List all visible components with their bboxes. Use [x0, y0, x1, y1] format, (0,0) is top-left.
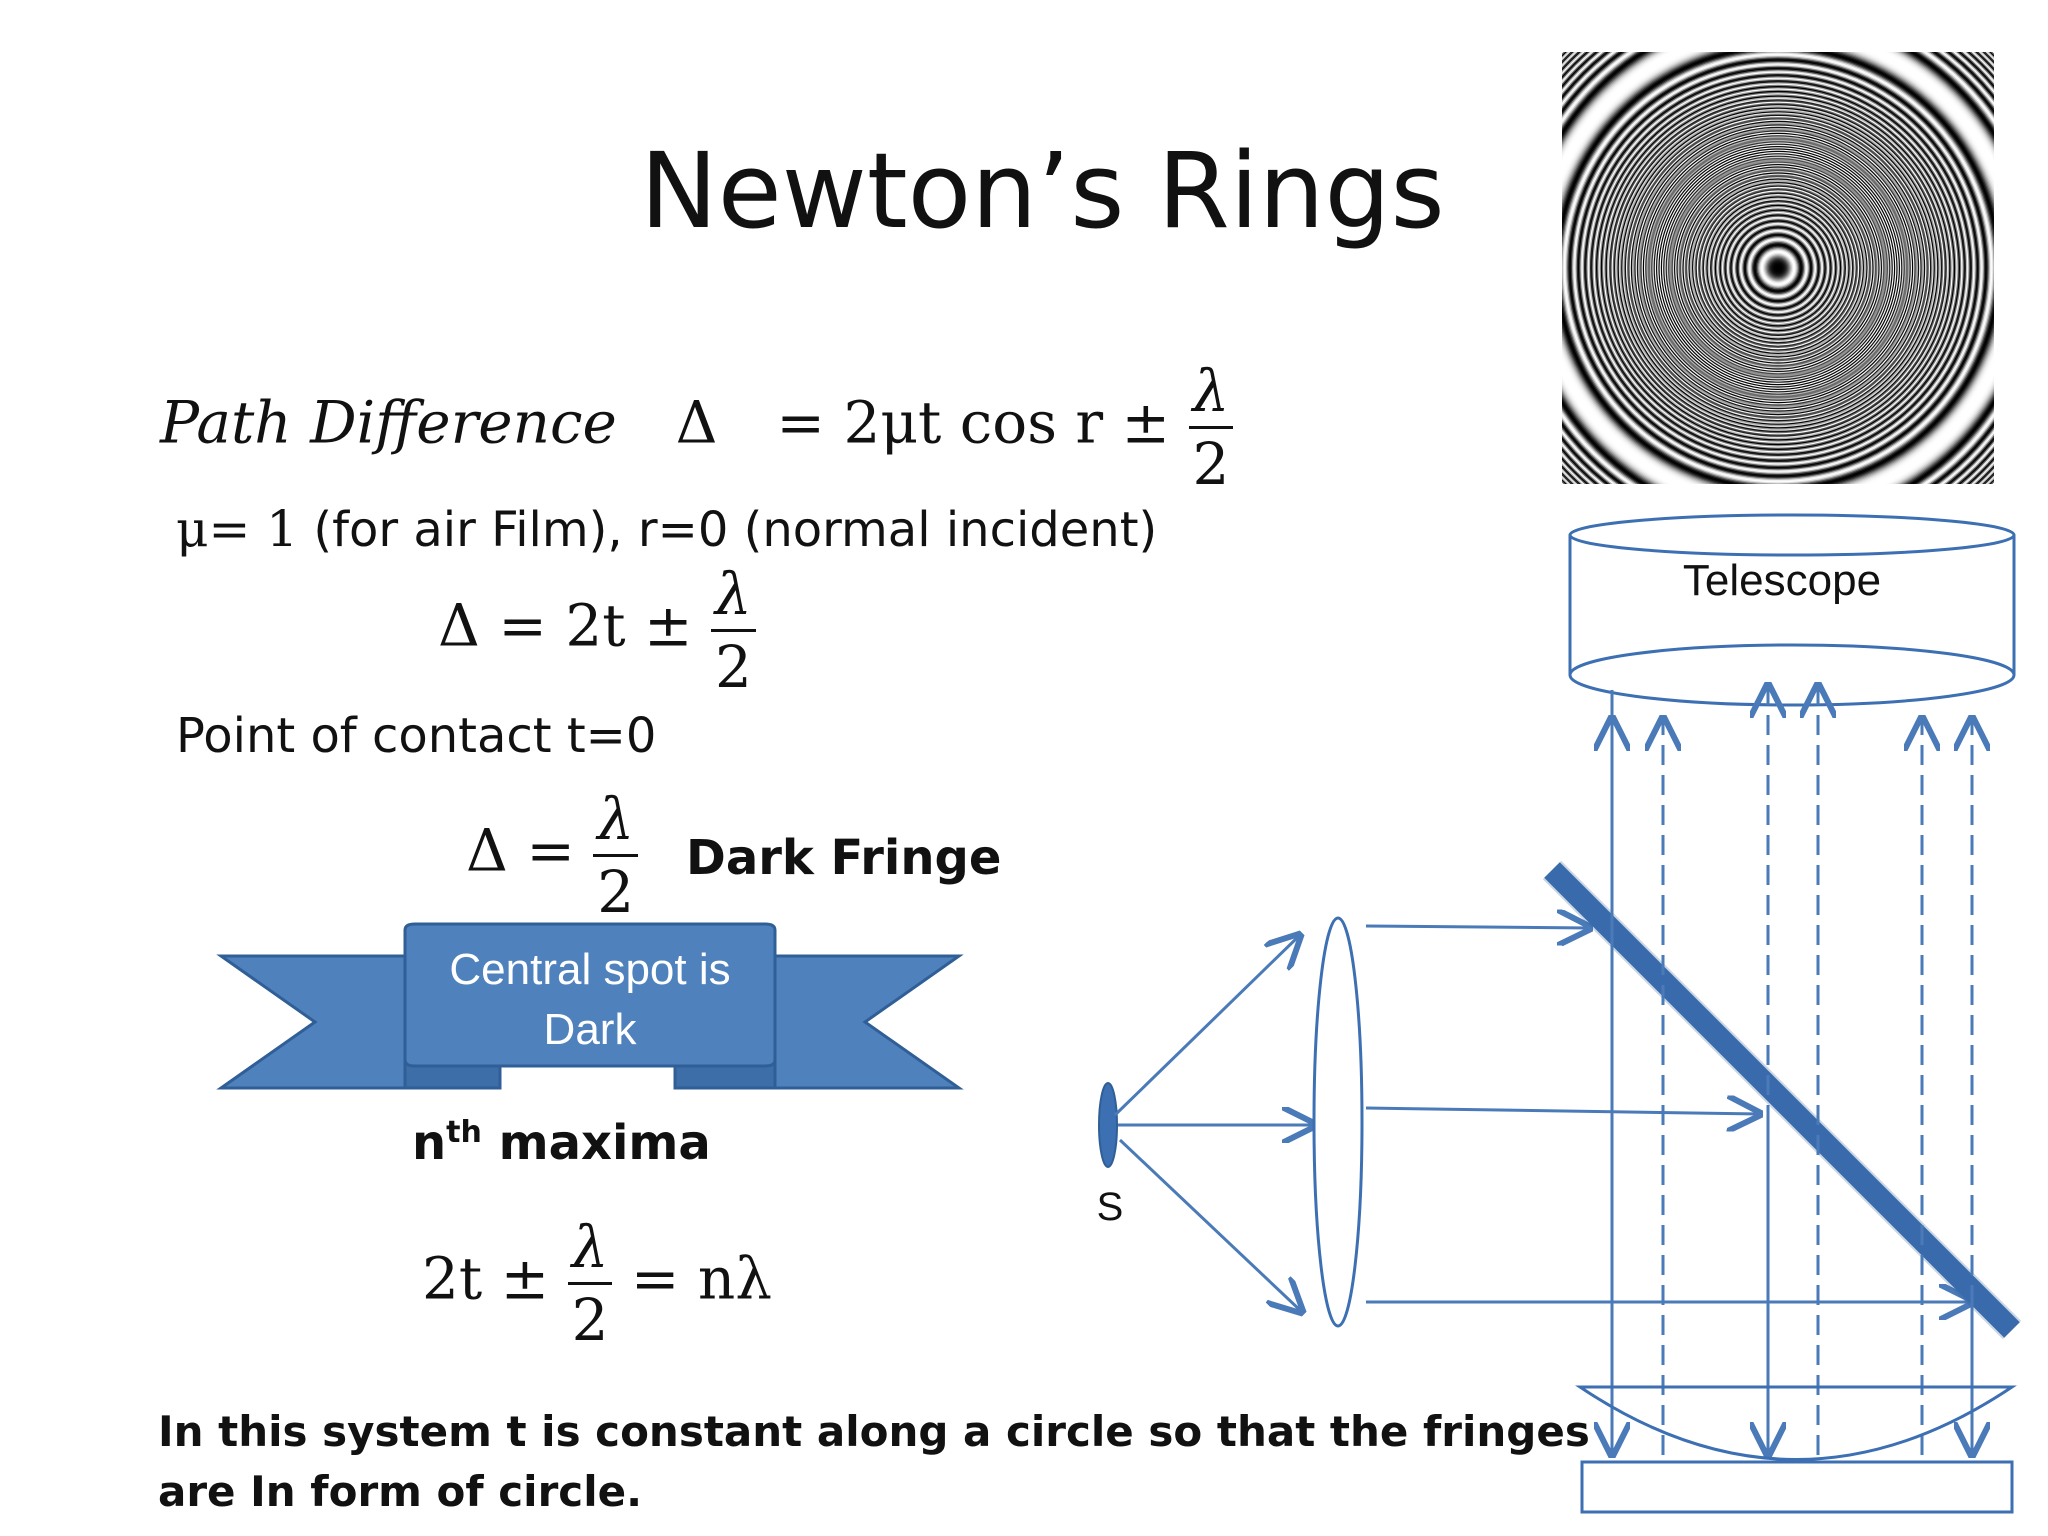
delta-equation-2: Δ = 2t ± λ 2: [438, 565, 756, 696]
light-source: [1098, 1082, 1118, 1168]
banner-left-tail: [216, 954, 407, 1090]
mu-symbol: μ: [176, 500, 209, 558]
maxima-equation-rhs: = nλ: [630, 1244, 773, 1313]
lambda-over-two-fraction: λ 2: [593, 790, 639, 926]
delta-symbol: Δ: [675, 388, 718, 457]
banner-line-1: Central spot is: [449, 945, 730, 994]
reflected-dashed-rays: [1612, 685, 1972, 1455]
fraction-numerator: λ: [1188, 362, 1234, 429]
source-rays: [1113, 935, 1315, 1312]
central-spot-banner: Central spot is Dark: [216, 922, 964, 1090]
fraction-denominator: 2: [714, 633, 752, 701]
delta-equation-2-lhs: Δ = 2t ±: [438, 591, 693, 660]
point-of-contact-text: Point of contact t=0: [176, 708, 657, 764]
path-difference-equation: Path Difference Δ = 2μt cos r ± λ 2: [160, 362, 1234, 498]
optical-setup-diagram: Telescope S: [1097, 513, 2022, 1514]
banner-right-tail: [773, 954, 964, 1090]
maxima-superscript: th: [446, 1115, 482, 1150]
conclusion-line-1: In this system t is constant along a cir…: [158, 1407, 1590, 1456]
conclusion-text: In this system t is constant along a cir…: [158, 1402, 1590, 1522]
slide-title: Newton’s Rings: [640, 130, 1445, 252]
fraction-denominator: 2: [597, 858, 635, 926]
fraction-denominator: 2: [571, 1286, 609, 1354]
delta-equation-3-lhs: Δ =: [466, 816, 575, 885]
fraction-numerator: λ: [593, 790, 639, 857]
delta-equation-3: Δ = λ 2: [466, 790, 639, 926]
lambda-over-two-fraction: λ 2: [1188, 362, 1234, 498]
telescope-label: Telescope: [1683, 556, 1881, 605]
fraction-numerator: λ: [711, 565, 756, 632]
fraction-denominator: 2: [1192, 430, 1230, 498]
fraction-numerator: λ: [567, 1218, 613, 1285]
air-film-condition: μ= 1 (for air Film), r=0 (normal inciden…: [176, 500, 1157, 558]
banner-line-2: Dark: [544, 1005, 638, 1054]
parallel-rays: [1365, 926, 1972, 1302]
base-glass-plate: [1580, 1460, 2014, 1514]
downward-rays: [1612, 690, 1972, 1455]
mu-value: = 1: [208, 500, 299, 558]
condition-text: (for air Film), r=0 (normal incident): [313, 502, 1158, 558]
lambda-over-two-fraction: λ 2: [711, 565, 756, 696]
glass-plate: [1544, 862, 2020, 1338]
newtons-rings-pattern-icon: [1562, 52, 1994, 484]
path-difference-expression: = 2μt cos r ±: [776, 388, 1171, 457]
source-label: S: [1097, 1185, 1124, 1229]
plano-convex-lens: [1575, 1385, 2017, 1461]
maxima-word: maxima: [498, 1115, 711, 1171]
telescope: Telescope: [1568, 513, 2016, 707]
convex-lens: [1312, 916, 1364, 1328]
maxima-n: n: [412, 1115, 447, 1171]
dark-fringe-label: Dark Fringe: [686, 830, 1002, 886]
maxima-equation-lhs: 2t ±: [422, 1244, 550, 1313]
lambda-over-two-fraction: λ 2: [567, 1218, 613, 1354]
maxima-equation: 2t ± λ 2 = nλ: [422, 1218, 772, 1349]
path-difference-label: Path Difference: [160, 388, 617, 457]
banner-center: [403, 922, 777, 1068]
nth-maxima-label: nth maxima: [412, 1115, 711, 1171]
conclusion-line-2: are In form of circle.: [158, 1467, 643, 1516]
